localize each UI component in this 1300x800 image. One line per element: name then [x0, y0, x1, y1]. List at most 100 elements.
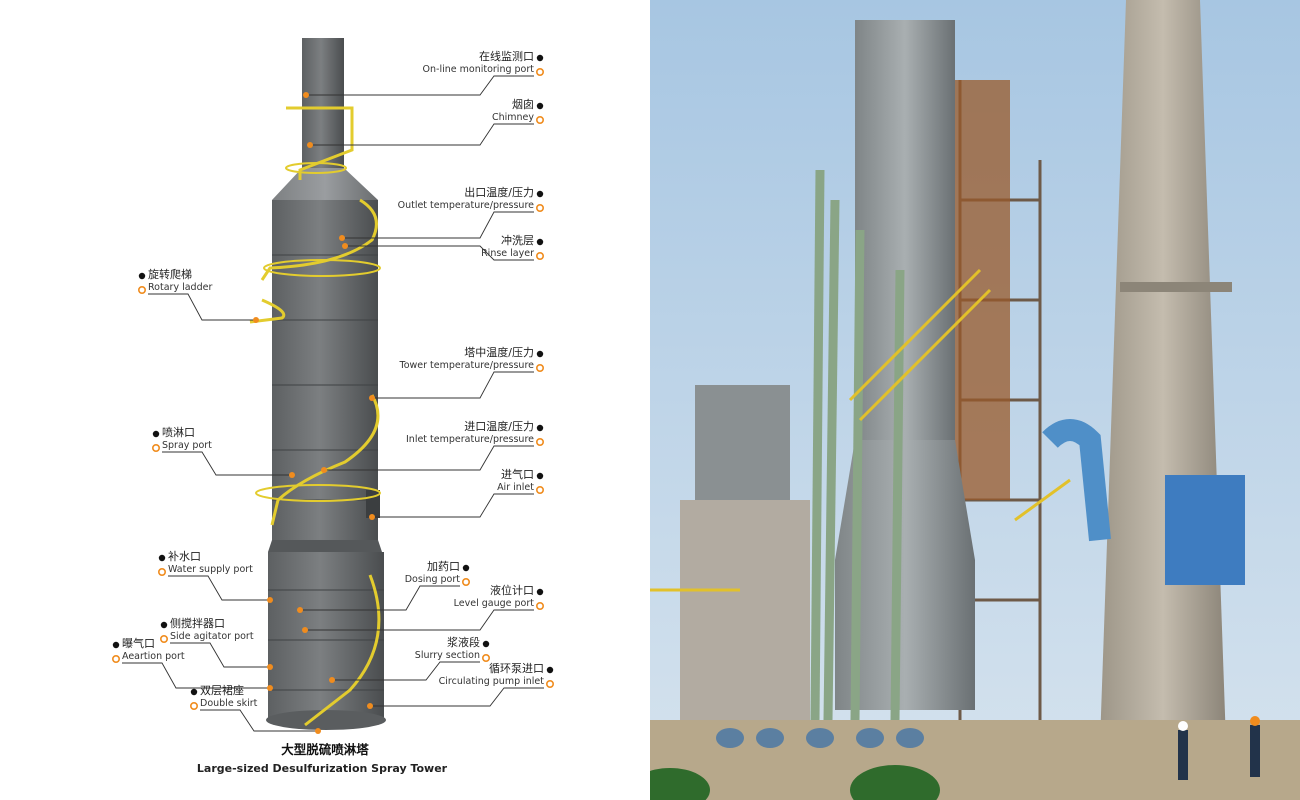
- marker-dot-orange: [138, 285, 147, 294]
- label-en-side-agitator-port: Side agitator port: [170, 631, 254, 642]
- label-cn-water-supply-port: 补水口: [168, 550, 201, 563]
- marker-dot-orange: [461, 577, 470, 586]
- marker-dot-orange: [535, 437, 544, 446]
- anchor-dot-outlet-temp-pressure: [339, 235, 345, 241]
- anchor-dot-inlet-temp-pressure: [321, 467, 327, 473]
- blue-duct: [1042, 419, 1111, 542]
- leader-air-inlet: [372, 493, 534, 518]
- anchor-dot-circulating-pump-inlet: [367, 703, 373, 709]
- leader-dosing-port: [300, 585, 460, 611]
- anchor-dot-aeration-port: [267, 685, 273, 691]
- anchor-dot-rotary-ladder: [253, 317, 259, 323]
- marker-dot-orange: [535, 204, 544, 213]
- label-en-dosing-port: Dosing port: [405, 574, 461, 585]
- label-cn-rotary-ladder: 旋转爬梯: [148, 267, 192, 281]
- leader-aeration-port: [122, 662, 270, 689]
- label-en-outlet-temp-pressure: Outlet temperature/pressure: [398, 200, 535, 211]
- label-en-aeration-port: Aeartion port: [122, 651, 185, 662]
- marker-dot-black: [536, 238, 544, 246]
- leader-slurry-section: [332, 661, 480, 681]
- marker-dot-orange: [152, 443, 161, 452]
- leader-double-skirt: [200, 709, 318, 732]
- shrub-left: [650, 768, 710, 800]
- chimney-shape: [302, 38, 344, 168]
- marker-dot-black: [536, 190, 544, 198]
- label-cn-side-agitator-port: 侧搅拌器口: [170, 616, 225, 630]
- label-cn-air-inlet: 进气口: [501, 467, 534, 481]
- marker-dot-orange: [158, 567, 167, 576]
- label-en-rotary-ladder: Rotary ladder: [148, 282, 212, 293]
- tower-upper-body: [272, 200, 378, 540]
- marker-dot-black: [138, 272, 146, 280]
- caption-english: Large-sized Desulfurization Spray Tower: [197, 762, 448, 775]
- label-cn-outlet-temp-pressure: 出口温度/压力: [464, 185, 534, 199]
- leader-chimney: [310, 123, 534, 146]
- label-cn-rinse-layer: 冲洗层: [501, 233, 534, 247]
- rusty-panel: [955, 80, 1010, 500]
- leader-spray-port: [162, 451, 292, 476]
- label-cn-tower-temp-pressure: 塔中温度/压力: [464, 345, 534, 359]
- yellow-stairs: [650, 268, 1071, 592]
- marker-dot-black: [536, 350, 544, 358]
- marker-dot-orange: [160, 634, 169, 643]
- label-cn-dosing-port: 加药口: [427, 560, 460, 573]
- anchor-dot-chimney: [307, 142, 313, 148]
- chimney-platform: [1120, 282, 1232, 292]
- label-en-level-gauge-port: Level gauge port: [454, 598, 535, 609]
- marker-dot-orange: [112, 654, 121, 663]
- label-cn-level-gauge-port: 液位计口: [490, 583, 534, 597]
- anchor-dot-dosing-port: [297, 607, 303, 613]
- green-pipes: [810, 169, 905, 721]
- marker-dot-black: [546, 666, 554, 674]
- label-en-rinse-layer: Rinse layer: [481, 248, 534, 259]
- ground: [650, 720, 1300, 800]
- marker-dot-orange: [535, 601, 544, 610]
- air-inlet-box: [366, 490, 380, 518]
- label-cn-spray-port: 喷淋口: [162, 426, 195, 439]
- marker-dot-black: [160, 621, 168, 629]
- site-photo: [650, 0, 1300, 800]
- label-en-tower-temp-pressure: Tower temperature/pressure: [399, 360, 535, 371]
- leader-water-supply-port: [168, 575, 270, 601]
- shrub: [850, 765, 940, 800]
- concrete-chimney: [1098, 0, 1228, 800]
- marker-dot-orange: [481, 653, 490, 662]
- label-en-air-inlet: Air inlet: [497, 482, 534, 493]
- marker-dot-orange: [535, 252, 544, 261]
- label-cn-inlet-temp-pressure: 进口温度/压力: [464, 419, 534, 433]
- anchor-dot-slurry-section: [329, 677, 335, 683]
- anchor-dot-air-inlet: [369, 514, 375, 520]
- marker-dot-orange: [535, 485, 544, 494]
- workers: [1178, 716, 1260, 780]
- marker-dot-black: [536, 424, 544, 432]
- label-cn-chimney: 烟囱: [512, 97, 534, 111]
- label-cn-aeration-port: 曝气口: [122, 636, 155, 650]
- leader-rinse-layer: [345, 245, 534, 261]
- caption-chinese: 大型脱硫喷淋塔: [281, 742, 369, 757]
- label-cn-slurry-section: 浆液段: [447, 635, 480, 649]
- label-cn-circulating-pump-inlet: 循环泵进口: [489, 662, 544, 675]
- left-tank-support: [680, 500, 810, 730]
- pumps: [716, 728, 924, 748]
- label-en-water-supply-port: Water supply port: [168, 564, 253, 575]
- anchor-dot-side-agitator-port: [267, 664, 273, 670]
- marker-dot-black: [536, 102, 544, 110]
- marker-dot-black: [112, 641, 120, 649]
- marker-dot-orange: [535, 116, 544, 125]
- label-en-spray-port: Spray port: [162, 440, 212, 451]
- marker-dot-black: [190, 688, 198, 696]
